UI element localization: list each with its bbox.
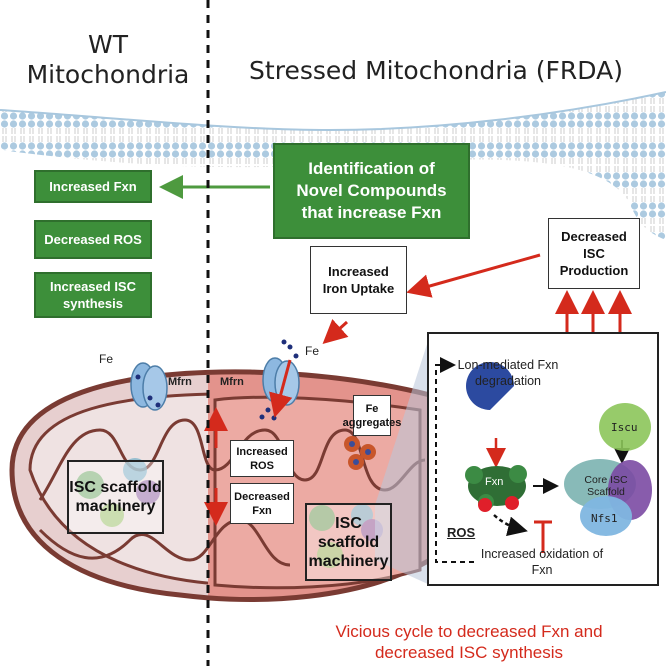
ros-label: ROS <box>447 525 476 540</box>
cell-membrane <box>0 92 666 240</box>
fe-label-right: Fe <box>305 344 320 358</box>
iron-uptake-box: Increased Iron Uptake <box>310 246 407 314</box>
identification-box: Identification of Novel Compounds that i… <box>273 143 470 239</box>
fe-aggregates-box: Fe aggregates <box>343 395 401 436</box>
zoom-projection <box>375 335 430 585</box>
oxidation-label: Increased oxidation of Fxn <box>480 547 604 577</box>
fe-label-left: Fe <box>99 352 114 366</box>
iscu-label: Iscu <box>611 421 638 434</box>
decreased-fxn-box: Decreased Fxn <box>230 483 294 524</box>
increased-ros-text: Increased ROS <box>236 445 288 472</box>
increased-ros-box: Increased ROS <box>230 440 294 477</box>
isc-machinery-right-blobs <box>309 504 383 568</box>
vicious-cycle-caption: Vicious cycle to decreased Fxn and decre… <box>335 622 603 662</box>
decreased-isc-text: Decreased ISC Production <box>559 229 629 278</box>
lon-label: Lon-mediated Fxn degradation <box>457 358 559 388</box>
increased-isc-box: Increased ISC synthesis <box>34 272 152 318</box>
mfrn-transporter-right <box>259 339 300 421</box>
fe-aggregates-text: Fe aggregates <box>342 402 402 429</box>
stressed-header: Stressed Mitochondria (FRDA) <box>249 56 623 85</box>
increased-fxn-box: Increased Fxn <box>34 170 152 203</box>
decreased-ros-text: Decreased ROS <box>44 232 142 247</box>
iron-uptake-text: Increased Iron Uptake <box>322 264 395 296</box>
arrow-uptake-to-fe <box>322 319 349 345</box>
decreased-fxn-text: Decreased Fxn <box>234 490 290 517</box>
membrane-edge-top <box>0 91 666 132</box>
iscu-protein-blob <box>599 403 651 451</box>
decreased-ros-box: Decreased ROS <box>34 220 152 259</box>
identification-text: Identification of Novel Compounds that i… <box>296 159 447 222</box>
decreased-isc-box: Decreased ISC Production <box>548 218 640 289</box>
isc-left-box: ISC scaffold machinery <box>67 460 164 534</box>
mfrn-label-left: Mfrn <box>168 376 192 388</box>
increased-fxn-text: Increased Fxn <box>49 179 137 194</box>
fe-aggregates-cluster <box>344 436 376 470</box>
lon-protease-shape <box>466 362 514 410</box>
arrow-isc-to-uptake <box>406 253 541 298</box>
isc-machinery-left-blobs <box>76 458 160 527</box>
wt-header: WT Mitochondria <box>26 30 190 89</box>
nfs1-protein-blob <box>580 496 632 536</box>
fxn-label: Fxn <box>485 476 504 488</box>
mfrn-transporter-left <box>130 362 168 411</box>
nfs1-label: Nfs1 <box>591 512 618 525</box>
isc-right-text: ISC scaffold machinery <box>308 514 389 570</box>
increased-isc-text: Increased ISC synthesis <box>50 279 136 311</box>
vicious-cycle-loop <box>435 364 478 563</box>
isc-left-text: ISC scaffold machinery <box>69 479 162 515</box>
fxn-protein-blob <box>465 465 527 512</box>
mfrn-label-right: Mfrn <box>220 376 244 388</box>
isc-right-box: ISC scaffold machinery <box>305 503 392 581</box>
core-label: Core ISC Scaffold <box>584 474 628 498</box>
